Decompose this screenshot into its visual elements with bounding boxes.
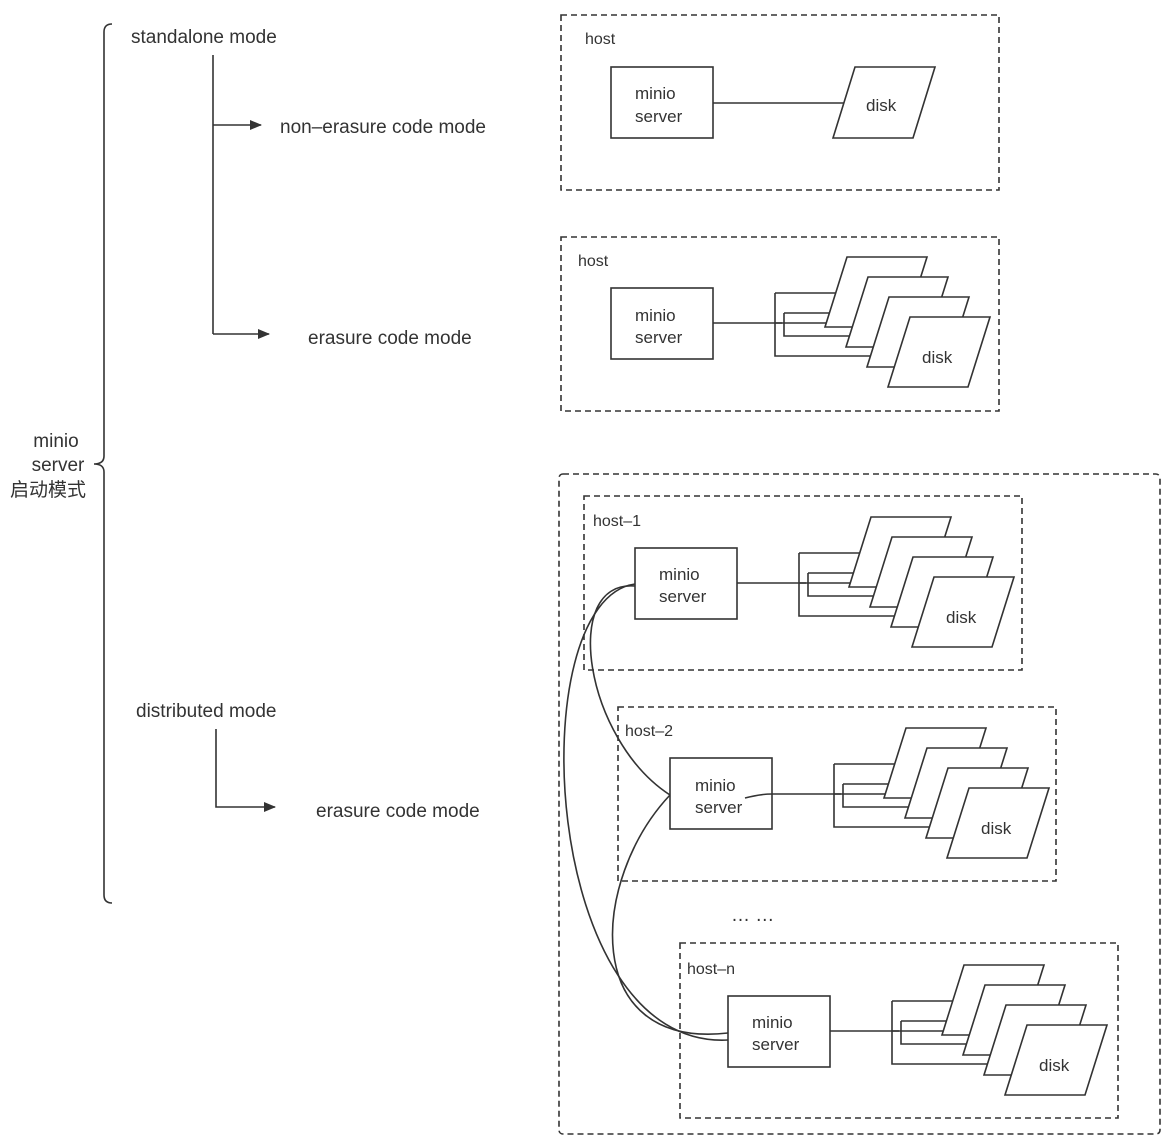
- host-boundary: [679, 942, 1119, 1119]
- root-node: minio server 启动模式: [10, 23, 113, 904]
- disk-shape: [910, 576, 1016, 648]
- host-1: host–1 minio server disk: [583, 495, 1023, 671]
- host-label: host–n: [687, 961, 735, 978]
- minio-server-box: [610, 66, 714, 139]
- server-label-line1: minio: [635, 306, 676, 325]
- host-boundary: [560, 14, 1000, 191]
- disk-shape: [1003, 1024, 1109, 1096]
- non-erasure-code-mode-label: non–erasure code mode: [280, 117, 486, 138]
- curly-brace: [93, 23, 113, 904]
- server-label-line1: minio: [695, 776, 736, 795]
- root-label-line2: server: [32, 455, 85, 476]
- server-label-line2: server: [695, 798, 743, 817]
- disk-label: disk: [981, 819, 1012, 838]
- server-interconnect: [563, 583, 729, 1041]
- disk-connector-line: [798, 552, 917, 617]
- disk-connector-line: [891, 1000, 1010, 1065]
- link-host1-host2: [589, 585, 671, 796]
- standalone-erasure-code-mode-label: erasure code mode: [308, 328, 472, 349]
- host-label: host–1: [593, 513, 641, 530]
- more-hosts-ellipsis: … …: [731, 905, 774, 926]
- disk-label: disk: [1039, 1056, 1070, 1075]
- server-label-line2: server: [635, 107, 683, 126]
- root-label-line1: minio: [33, 431, 78, 452]
- disk-stack: disk: [774, 256, 992, 388]
- host-standalone-non-erasure: host minio server disk: [560, 14, 1000, 191]
- disk-connector-line: [833, 763, 952, 828]
- minio-server-box: [669, 757, 773, 830]
- distributed-erasure-code-mode-label: erasure code mode: [316, 801, 480, 822]
- disk-connector-line: [774, 292, 893, 357]
- host-standalone-erasure: host minio server disk: [560, 236, 1000, 412]
- disk-label: disk: [946, 608, 977, 627]
- disk-stack: disk: [891, 964, 1109, 1096]
- disk-shape: [945, 787, 1051, 859]
- host-2: host–2 minio server disk: [617, 706, 1057, 882]
- disk-stack: disk: [833, 727, 1051, 859]
- server-disk-bus: [744, 793, 841, 799]
- arrow-to-distributed-erasure: [215, 729, 276, 812]
- minio-server-box: [610, 287, 714, 360]
- host-boundary: [560, 236, 1000, 412]
- minio-server-box: [634, 547, 738, 620]
- standalone-mode-label: standalone mode: [131, 27, 277, 48]
- server-label-line1: minio: [659, 565, 700, 584]
- disk-stack: disk: [798, 516, 1016, 648]
- link-host2-hostn: [611, 794, 729, 1035]
- server-label-line1: minio: [635, 84, 676, 103]
- server-label-line2: server: [752, 1035, 800, 1054]
- distributed-mode-label: distributed mode: [136, 701, 276, 722]
- server-label-line2: server: [635, 328, 683, 347]
- standalone-tree: standalone mode non–erasure code mode er…: [131, 27, 486, 349]
- distributed-tree: distributed mode erasure code mode: [136, 701, 480, 822]
- host-label: host–2: [625, 723, 673, 740]
- disk-label: disk: [922, 348, 953, 367]
- disk-shape: [831, 66, 937, 139]
- disk-label: disk: [866, 96, 897, 115]
- host-boundary: [617, 706, 1057, 882]
- disk-shape: [886, 316, 992, 388]
- server-label-line1: minio: [752, 1013, 793, 1032]
- distributed-cluster: host–1 minio server disk host–2 minio se…: [558, 473, 1161, 1135]
- host-label: host: [585, 31, 616, 48]
- link-host1-hostn: [563, 583, 729, 1041]
- host-label: host: [578, 253, 609, 270]
- root-label-line3: 启动模式: [10, 479, 86, 501]
- host-boundary: [583, 495, 1023, 671]
- minio-server-box: [727, 995, 831, 1068]
- cluster-boundary: [558, 473, 1161, 1135]
- host-n: host–n minio server disk: [679, 942, 1119, 1119]
- server-label-line2: server: [659, 587, 707, 606]
